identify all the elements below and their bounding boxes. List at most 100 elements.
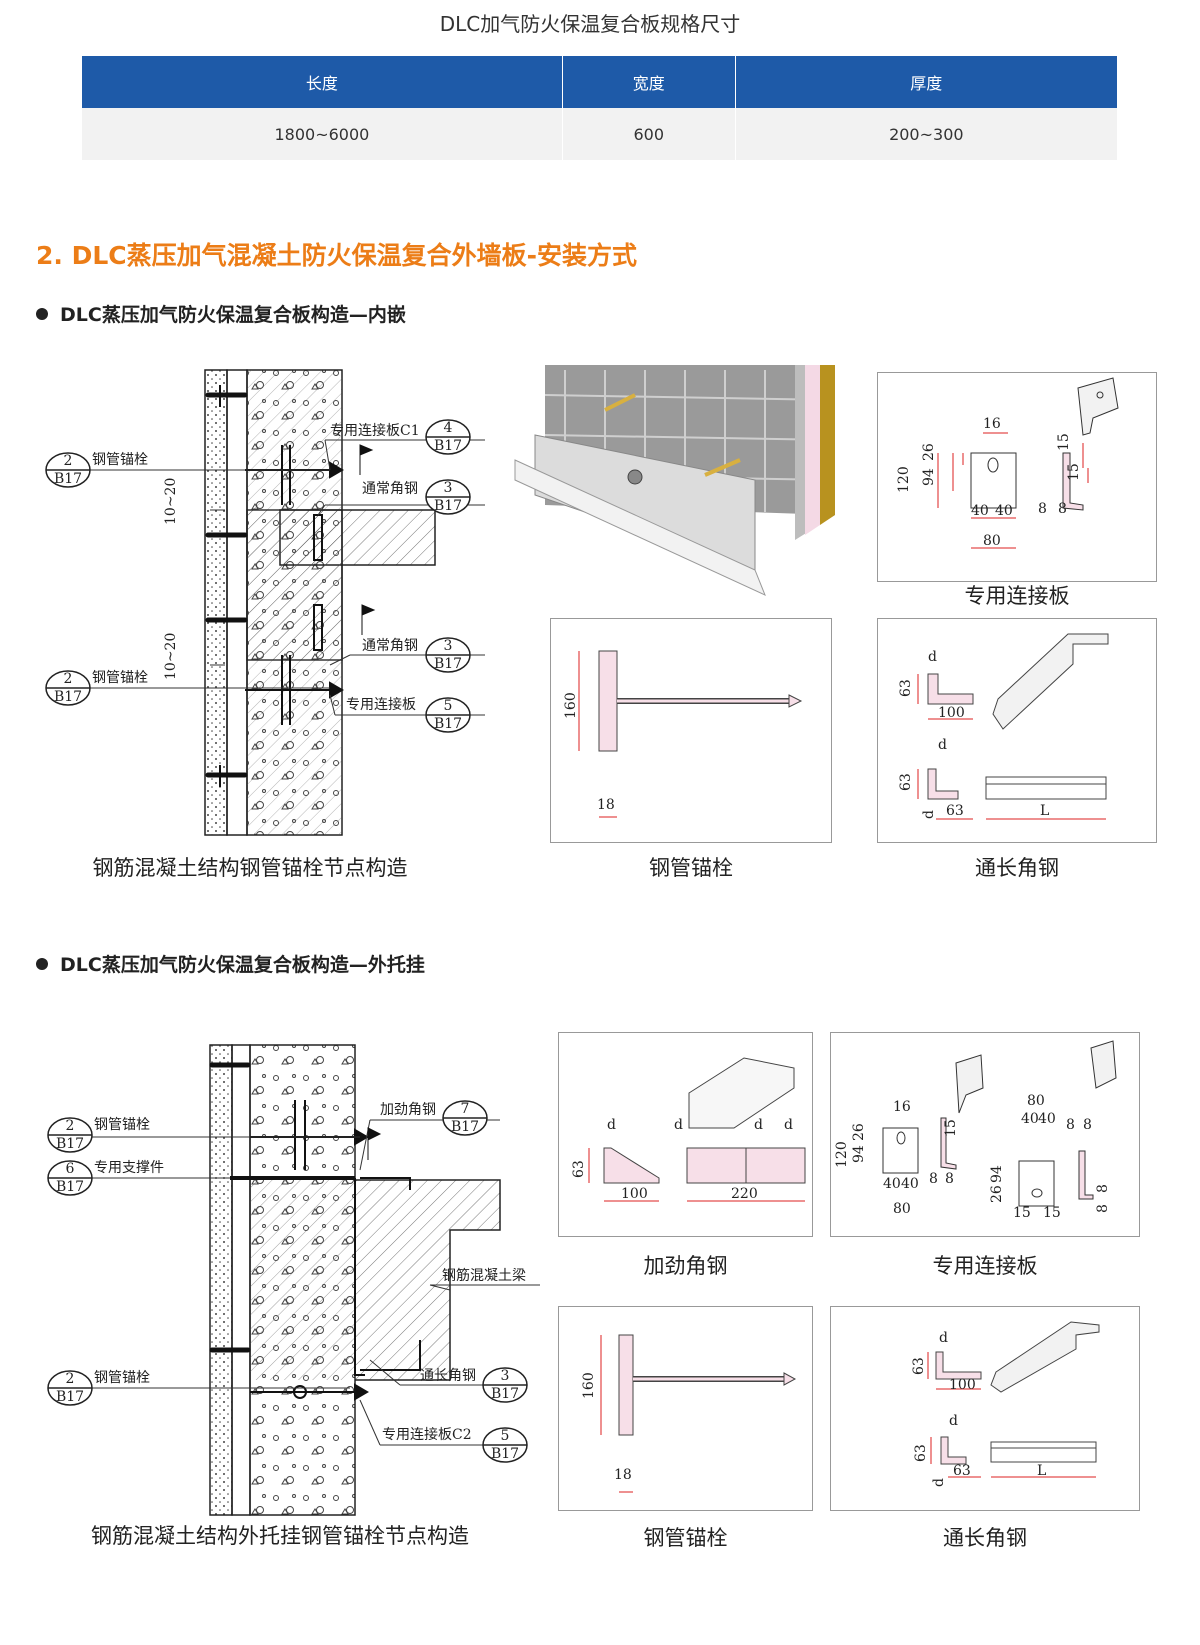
table-row: 1800~6000 600 200~300	[82, 108, 1119, 160]
section-title: 2. DLC蒸压加气混凝土防火保温复合外墙板-安装方式	[36, 241, 638, 270]
header-thickness: 厚度	[735, 56, 1119, 108]
ref-number: 5	[501, 1428, 510, 1444]
ref-sheet: B17	[54, 471, 82, 487]
ref-sheet: B17	[451, 1119, 479, 1135]
detail-pipe-anchor: 160 18	[550, 618, 832, 843]
inlay-heading: DLC蒸压加气防火保温复合板构造—内嵌	[36, 300, 406, 327]
callout-rc-beam: 钢筋混凝土梁	[442, 1267, 526, 1284]
spec-table-title: DLC加气防火保温复合板规格尺寸	[439, 12, 741, 36]
callout-common-angle: 通常角钢	[362, 638, 418, 654]
dim-100: 100	[621, 1186, 648, 1202]
detail-special-plate: 16 120 94 26 15 15 40 40 80 8 8	[877, 372, 1157, 582]
outer-node-drawing: 2 B17 6 B17 2 B17 7 B17 3 B17 5 B17 钢管锚栓…	[47, 1044, 540, 1516]
dim-40: 40	[1038, 1111, 1056, 1127]
dim-80: 80	[983, 533, 1001, 549]
detail-stiff-angle: d 63 100 d d d 220	[558, 1032, 813, 1237]
ref-number: 2	[66, 1118, 75, 1134]
dim-40: 40	[901, 1176, 919, 1192]
detail-caption: 通长角钢	[975, 856, 1059, 880]
dim-160: 160	[563, 692, 579, 719]
bullet-icon	[36, 957, 48, 970]
ref-sheet: B17	[434, 498, 462, 514]
ref-sheet: B17	[434, 438, 462, 454]
dim-15: 15	[943, 1119, 959, 1137]
dim-8: 8	[1058, 501, 1067, 517]
dim-8: 8	[929, 1171, 938, 1187]
dim-220: 220	[731, 1186, 758, 1202]
ref-sheet: B17	[56, 1179, 84, 1195]
dim-16: 16	[893, 1099, 911, 1115]
detail-pipe-anchor-outer: 160 18	[558, 1306, 813, 1511]
dim-63: 63	[953, 1463, 971, 1479]
callout-common-angle: 通常角钢	[362, 481, 418, 497]
inlay-node-caption: 钢筋混凝土结构钢管锚栓节点构造	[92, 856, 408, 880]
detail-caption: 专用连接板	[964, 584, 1070, 608]
dim-15: 15	[1013, 1205, 1031, 1221]
dim-L: L	[1037, 1463, 1046, 1479]
dim-16: 16	[983, 416, 1001, 432]
dim-26: 26	[921, 443, 937, 461]
callout-support: 专用支撑件	[94, 1160, 164, 1176]
callout-pipe-anchor: 钢管锚栓	[94, 1117, 150, 1133]
dim-8: 8	[945, 1171, 954, 1187]
ref-number: 2	[64, 453, 73, 469]
dim-d: d	[938, 737, 947, 753]
cell-width: 600	[562, 108, 736, 160]
dim-8: 8	[1038, 501, 1047, 517]
cell-thickness: 200~300	[735, 108, 1119, 160]
detail-caption: 通长角钢	[943, 1526, 1027, 1550]
dim-d: d	[754, 1117, 763, 1133]
ref-sheet: B17	[491, 1386, 519, 1402]
header-length: 长度	[82, 56, 563, 108]
dim-80: 80	[893, 1201, 911, 1217]
dim-40: 40	[971, 503, 989, 519]
dim-94: 94	[921, 468, 937, 486]
dim-63: 63	[911, 1357, 927, 1375]
dim-63: 63	[898, 773, 914, 791]
dim-18: 18	[614, 1467, 632, 1483]
ref-sheet: B17	[491, 1446, 519, 1462]
dim-18: 18	[597, 797, 615, 813]
dim-d: d	[949, 1413, 958, 1429]
callout-pipe-anchor: 钢管锚栓	[94, 1370, 150, 1386]
detail-special-plate-outer: 16 120 94 26 15 40 40 80 8 8 80 40 40 8 …	[830, 1032, 1140, 1237]
ref-number: 3	[444, 480, 453, 496]
dim-8: 8	[1095, 1204, 1111, 1213]
dim-d: d	[939, 1330, 948, 1346]
dim-d: d	[921, 810, 937, 819]
dim-L: L	[1040, 803, 1049, 819]
dim-d: d	[784, 1117, 793, 1133]
callout-special-plate: 专用连接板	[346, 696, 416, 713]
dim-15: 15	[1043, 1205, 1061, 1221]
dim-100: 100	[938, 705, 965, 721]
cell-length: 1800~6000	[82, 108, 563, 160]
dim-63: 63	[571, 1160, 587, 1178]
dim-80: 80	[1027, 1093, 1045, 1109]
ref-number: 3	[444, 638, 453, 654]
detail-caption: 钢管锚栓	[643, 1526, 728, 1550]
dim-63: 63	[913, 1444, 929, 1462]
dim-100: 100	[949, 1377, 976, 1393]
ref-sheet: B17	[54, 689, 82, 705]
installation-3d-render	[514, 365, 836, 596]
detail-long-angle: d 63 100 d 63 d 63 L	[877, 618, 1157, 843]
outer-node-caption: 钢筋混凝土结构外托挂钢管锚栓节点构造	[91, 1524, 469, 1548]
ref-number: 4	[444, 420, 453, 436]
dim-63: 63	[898, 679, 914, 697]
callout-pipe-anchor: 钢管锚栓	[92, 670, 148, 686]
spec-table-header: 长度 宽度 厚度	[82, 56, 1119, 108]
dim-26: 26	[851, 1123, 867, 1141]
dim-160: 160	[581, 1372, 597, 1399]
dim-8: 8	[1095, 1184, 1111, 1193]
ref-sheet: B17	[56, 1389, 84, 1405]
gap-dimension: 10~20	[163, 478, 179, 525]
ref-number: 3	[501, 1368, 510, 1384]
header-width: 宽度	[562, 56, 736, 108]
detail-caption: 钢管锚栓	[649, 856, 733, 880]
ref-number: 6	[66, 1161, 75, 1177]
dim-94: 94	[989, 1165, 1005, 1183]
callout-special-plate-c2: 专用连接板C2	[382, 1426, 472, 1443]
dim-94: 94	[851, 1145, 867, 1163]
dim-d: d	[674, 1117, 683, 1133]
outer-heading: DLC蒸压加气防火保温复合板构造—外托挂	[36, 950, 425, 977]
